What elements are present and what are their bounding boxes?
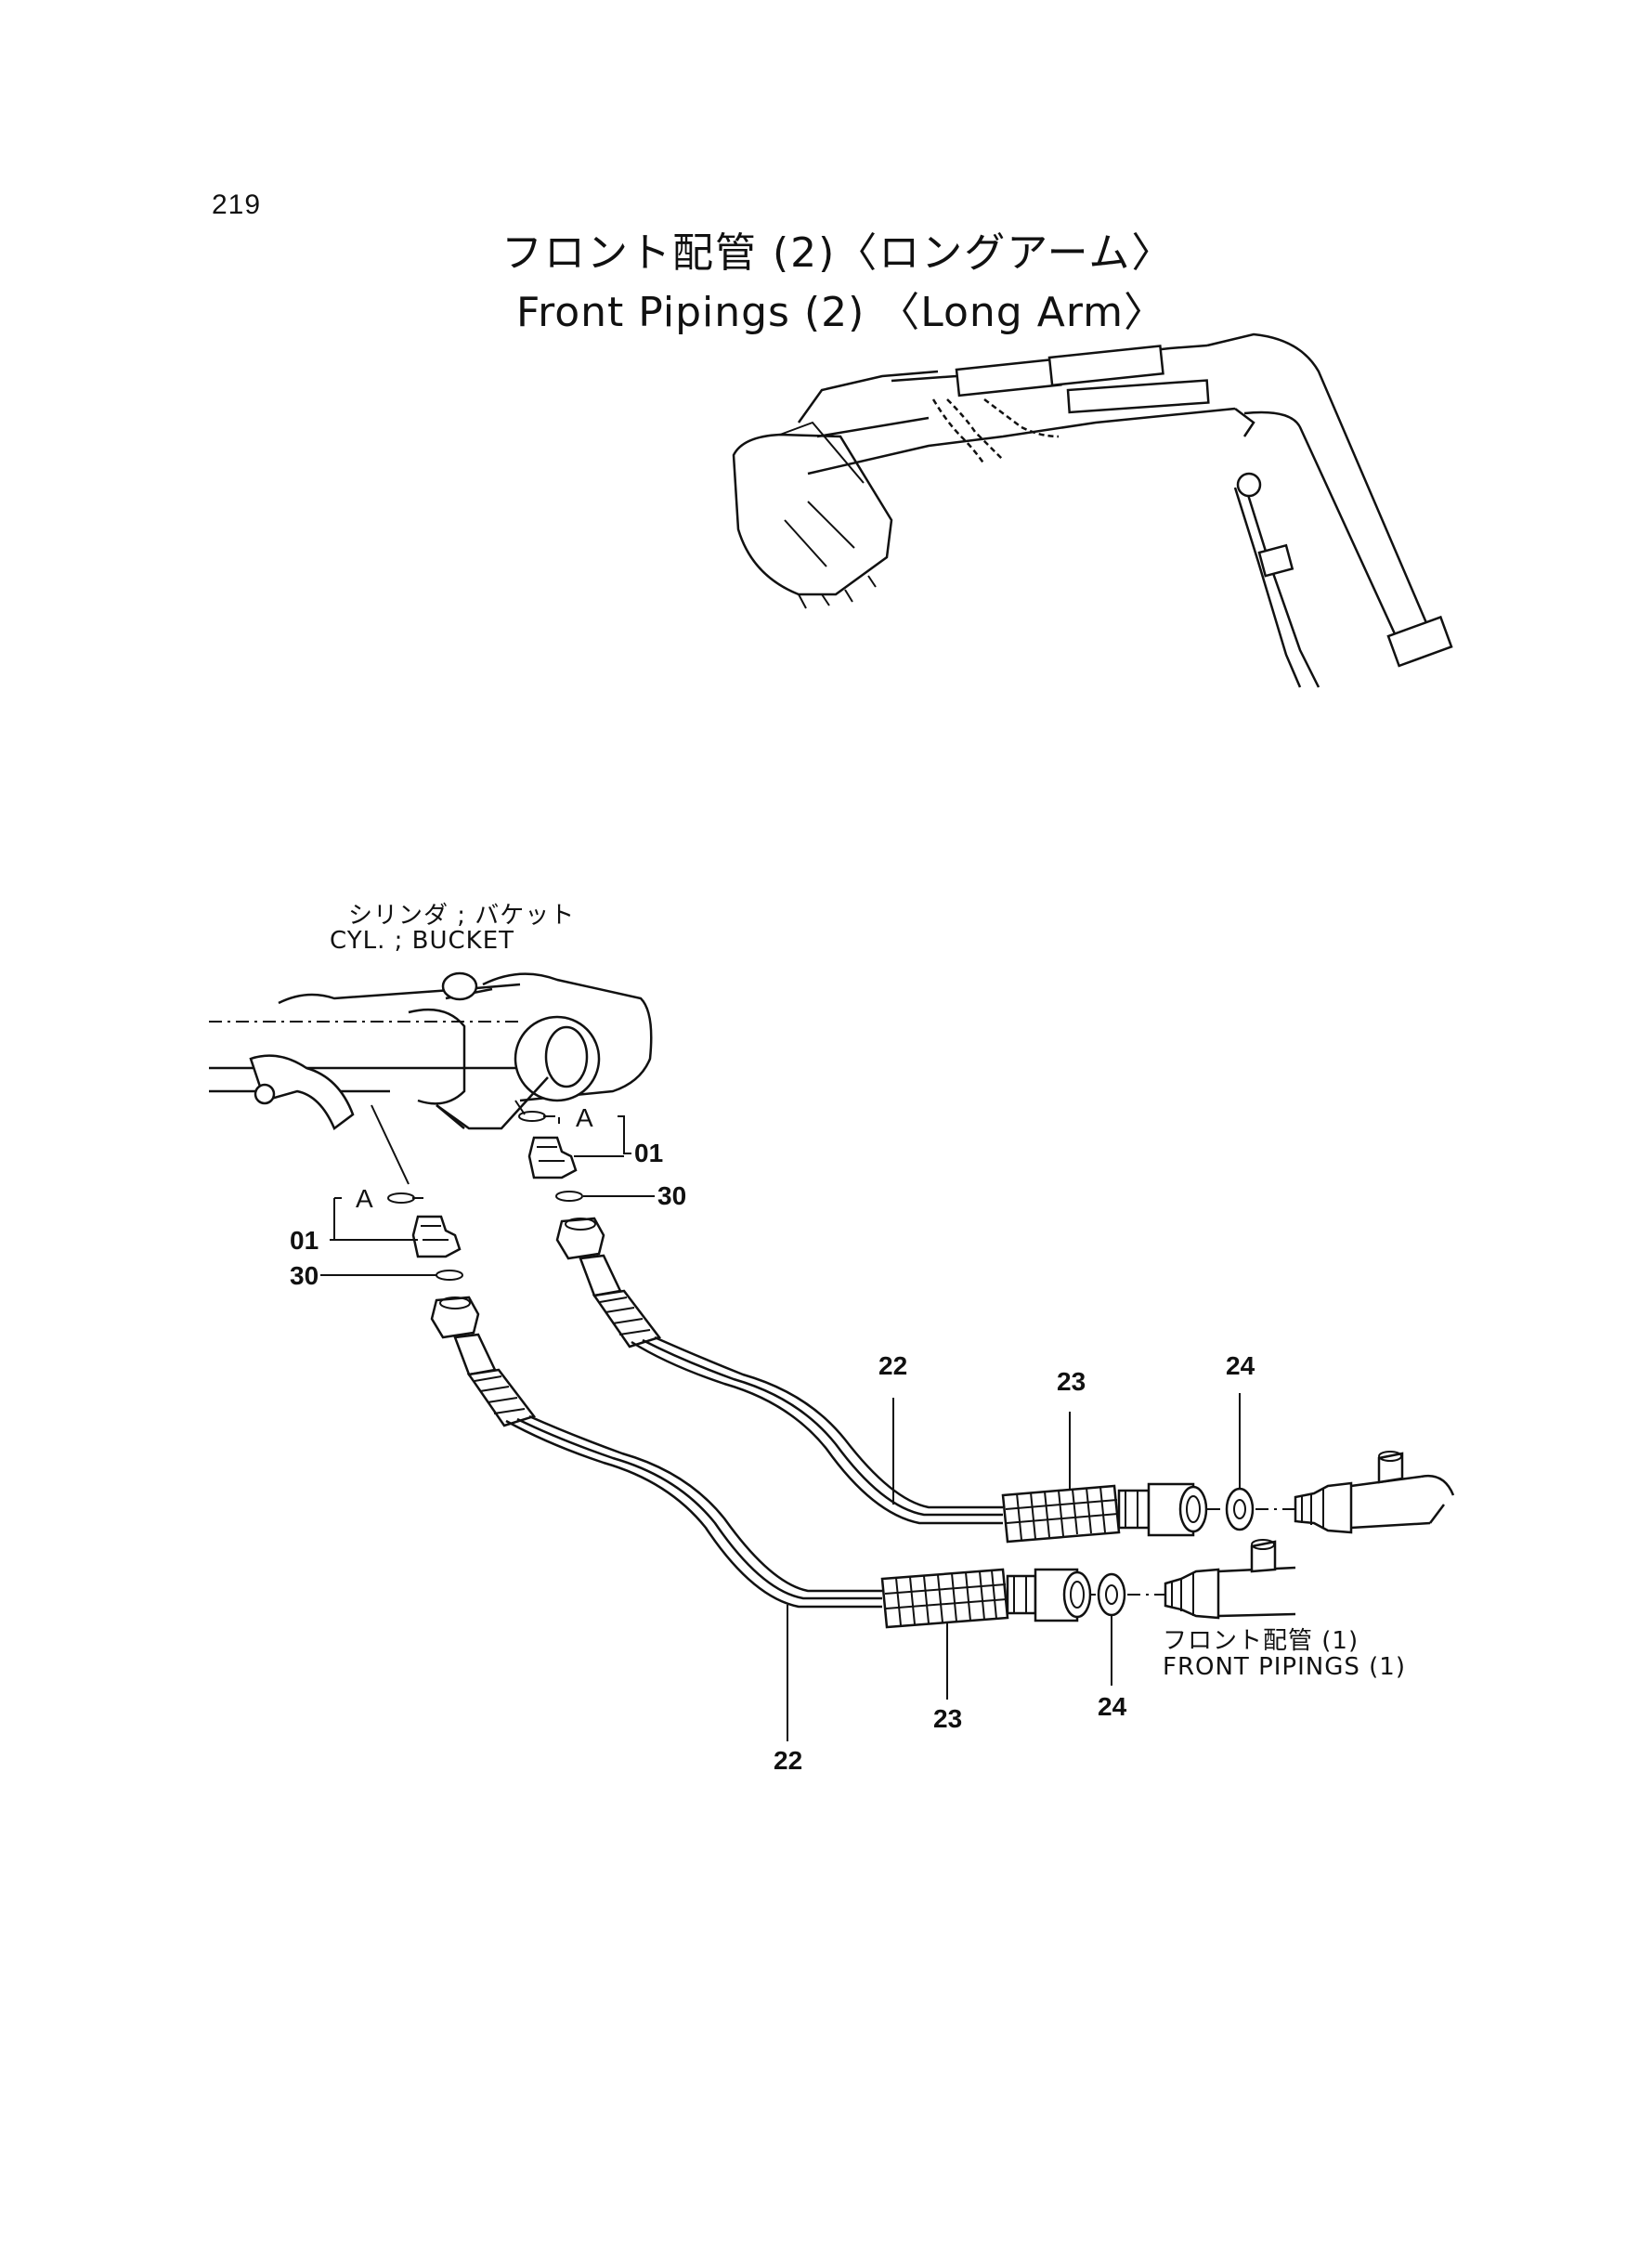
page-number: 219 xyxy=(212,189,262,220)
page-title-english: Front Pipings (2) 〈Long Arm〉 xyxy=(516,289,1165,336)
callout-24-lower: 24 xyxy=(1098,1692,1127,1721)
callout-30-left: 30 xyxy=(290,1261,319,1290)
fitting-stack-left xyxy=(387,1192,1296,1629)
callout-23-lower: 23 xyxy=(933,1704,963,1733)
bucket-cylinder-head xyxy=(209,971,653,1185)
callout-22-upper: 22 xyxy=(878,1351,908,1380)
callout-22-lower: 22 xyxy=(774,1746,803,1775)
callout-24-upper: 24 xyxy=(1226,1351,1255,1380)
callout-30-right: 30 xyxy=(657,1181,687,1210)
callout-01-right: 01 xyxy=(634,1139,664,1167)
page-title-japanese: フロント配管 (2)〈ロングアーム〉 xyxy=(501,229,1175,277)
callout-23-upper: 23 xyxy=(1057,1367,1086,1396)
cylinder-label-japanese: シリンダ ; バケット xyxy=(348,902,576,930)
callout-01-left: 01 xyxy=(290,1226,319,1255)
front-pipings-label-japanese: フロント配管 (1) xyxy=(1163,1627,1359,1655)
callout-leaders xyxy=(320,1115,1241,1741)
front-pipings-label-english: FRONT PIPINGS (1) xyxy=(1163,1653,1406,1681)
view-a-label-right: A xyxy=(576,1103,593,1132)
overview-excavator-arm xyxy=(732,332,1453,688)
cylinder-label-english: CYL. ; BUCKET xyxy=(330,927,514,955)
fitting-stack-right xyxy=(518,1111,1455,1544)
view-a-label-left: A xyxy=(356,1184,373,1213)
